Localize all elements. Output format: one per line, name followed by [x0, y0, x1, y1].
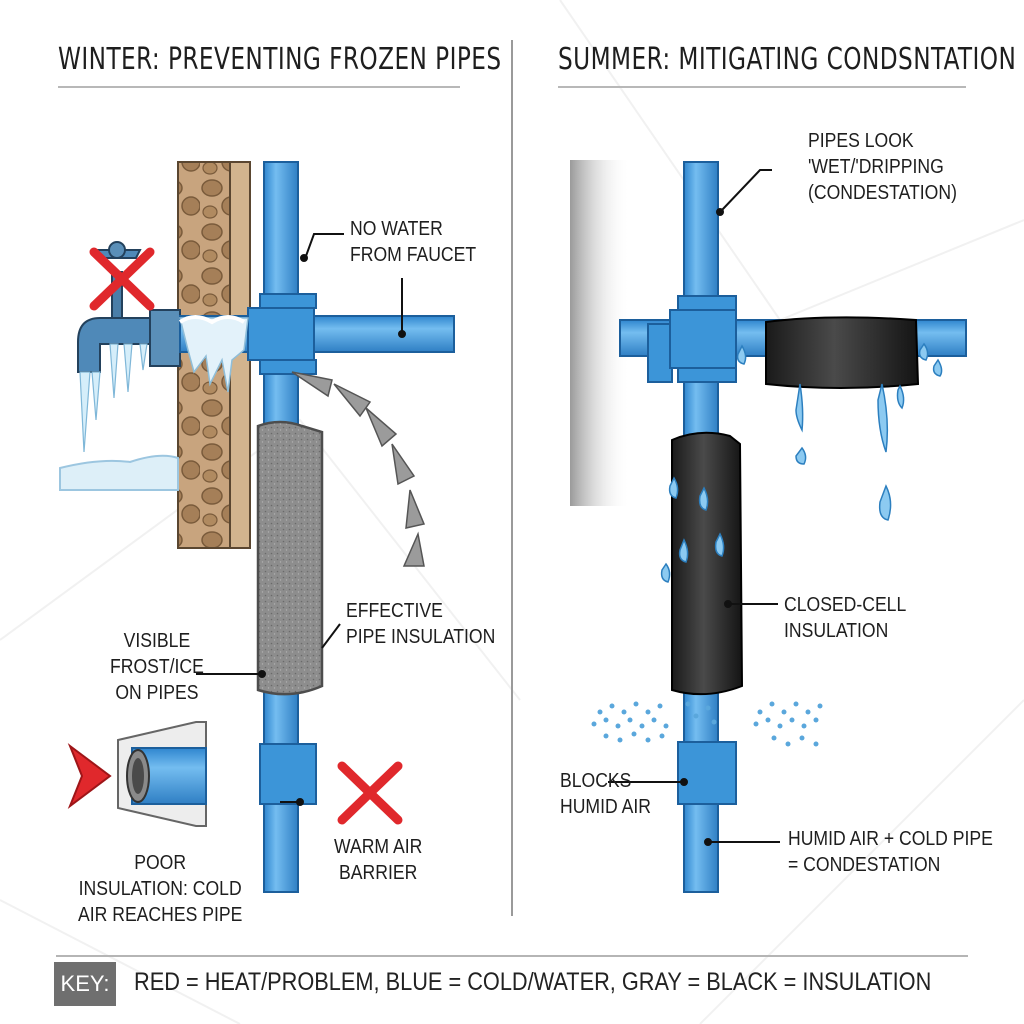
label-frost-line3: ON PIPES — [115, 682, 199, 704]
x-mark-icon — [337, 761, 403, 825]
label-poor-insulation: POOR INSULATION: COLD AIR REACHES PIPE — [78, 850, 242, 928]
label-poor-line2: INSULATION: COLD — [78, 878, 242, 900]
label-closed-line1: CLOSED-CELL — [784, 594, 907, 616]
label-effective-line1: EFFECTIVE — [346, 600, 443, 622]
snow — [59, 454, 179, 491]
label-no-water: NO WATER FROM FAUCET — [350, 216, 476, 268]
label-frost-line1: VISIBLE — [123, 630, 191, 652]
winter-title-rule — [58, 86, 460, 88]
key-rule — [56, 955, 968, 957]
label-poor-line1: POOR — [134, 852, 187, 874]
key-text: RED = HEAT/PROBLEM, BLUE = COLD/WATER, G… — [134, 968, 932, 996]
label-wet-line3: (CONDESTATION) — [808, 182, 957, 204]
label-warm-line1: WARM AIR — [334, 836, 423, 858]
label-wet-line1: PIPES LOOK — [808, 130, 914, 152]
label-closed-cell: CLOSED-CELL INSULATION — [784, 592, 906, 644]
label-effective-line2: PIPE INSULATION — [346, 626, 496, 648]
label-visible-frost: VISIBLE FROST/ICE ON PIPES — [110, 628, 204, 706]
water-drop-icon — [660, 342, 943, 583]
humid-air-dots — [591, 701, 823, 747]
label-frost-line2: FROST/ICE — [110, 656, 204, 678]
key-label: KEY: — [54, 962, 116, 1006]
label-blocks-line1: BLOCKS — [560, 770, 632, 792]
label-no-water-line2: FROM FAUCET — [350, 244, 477, 266]
label-effective-insulation: EFFECTIVE PIPE INSULATION — [346, 598, 495, 650]
label-blocks-line2: HUMID AIR — [560, 796, 651, 818]
x-mark-icon — [89, 247, 155, 311]
label-humid-cold: HUMID AIR + COLD PIPE = CONDESTATION — [788, 826, 993, 878]
label-warm-air-barrier: WARM AIR BARRIER — [334, 834, 422, 886]
winter-pipe — [178, 161, 455, 893]
label-poor-line3: AIR REACHES PIPE — [78, 904, 243, 926]
summer-pipe — [619, 161, 967, 893]
panel-divider — [511, 40, 513, 916]
winter-leader-lines — [196, 233, 406, 806]
label-warm-line2: BARRIER — [339, 862, 418, 884]
summer-leader-lines — [608, 169, 780, 846]
label-blocks-humid-air: BLOCKS HUMID AIR — [560, 768, 651, 820]
red-arrow-icon — [67, 743, 112, 809]
winter-title: WINTER: PREVENTING FROZEN PIPES — [58, 42, 502, 77]
label-pipes-wet: PIPES LOOK 'WET/'DRIPPING (CONDESTATION) — [808, 128, 957, 206]
poor-insulation-inset — [67, 721, 207, 827]
label-humid-line2: = CONDESTATION — [788, 854, 941, 876]
summer-title: SUMMER: MITIGATING CONDSNTATION — [558, 42, 1017, 77]
label-closed-line2: INSULATION — [784, 620, 889, 642]
label-no-water-line1: NO WATER — [350, 218, 443, 240]
label-wet-line2: 'WET/'DRIPPING — [808, 156, 944, 178]
summer-title-rule — [558, 86, 966, 88]
label-humid-line1: HUMID AIR + COLD PIPE — [788, 828, 993, 850]
